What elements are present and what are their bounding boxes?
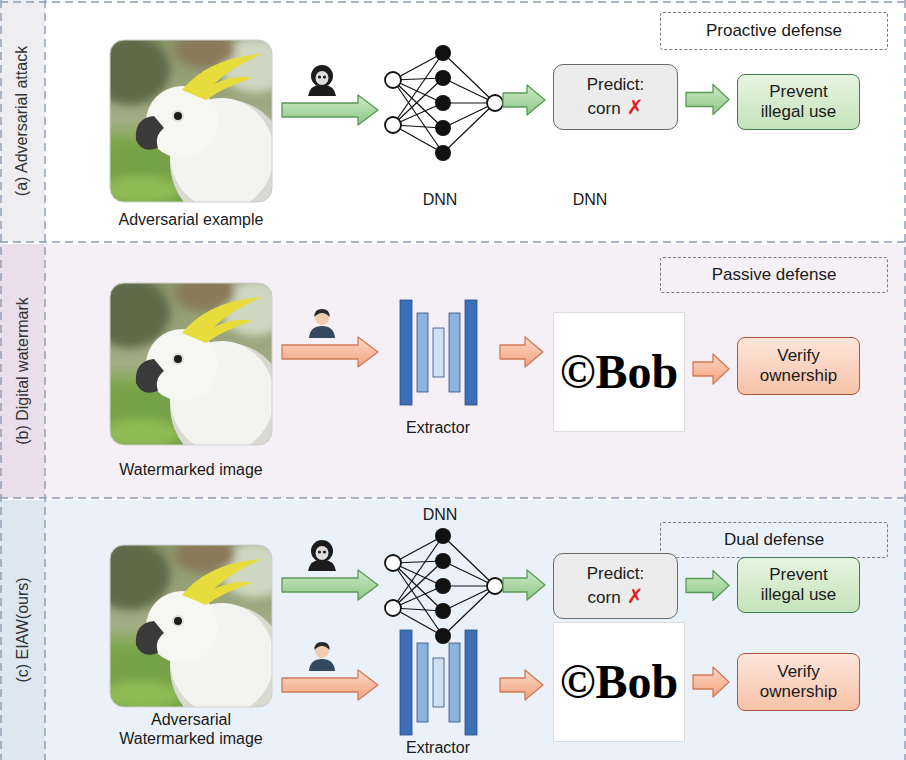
defense-tag: Dual defense (660, 522, 888, 558)
defense-tag: Proactive defense (660, 12, 888, 50)
image-caption: DNN (423, 191, 458, 208)
box-text: ©Bob (560, 345, 679, 398)
image-caption: DNN (573, 191, 608, 208)
watermark-box: ©Bob (553, 622, 685, 742)
panel-band: (b) Digital watermark Passive defense ©Bob… (0, 244, 906, 498)
caption-holder: Watermarked image (91, 460, 291, 479)
image-caption: Adversarial Watermarked image (119, 711, 262, 747)
watermark-box: ©Bob (553, 312, 685, 432)
caption-holder: DNN (395, 190, 485, 209)
panel-title: (b) Digital watermark (14, 297, 32, 445)
panel-band: (c) EIAW(ours) Dual defensePredict: corn✗… (0, 500, 906, 760)
image-caption: DNN (423, 506, 458, 523)
panel-title: (c) EIAW(ours) (14, 577, 32, 682)
caption-holder: Adversarial Watermarked image (106, 710, 276, 748)
action-box: Verify ownership (737, 653, 860, 711)
panel-title: (a) Adversarial attack (14, 46, 32, 196)
box-text: Verify ownership (760, 346, 838, 385)
box-text: Verify ownership (760, 662, 838, 701)
box-text: ©Bob (560, 655, 679, 708)
caption-holder: Adversarial example (91, 210, 291, 229)
wrong-mark: ✗ (627, 96, 644, 118)
caption-holder: DNN (395, 505, 485, 524)
caption-holder: DNN (545, 190, 635, 209)
box-text: Dual defense (724, 530, 824, 549)
image-caption: Watermarked image (119, 461, 262, 478)
action-box: Verify ownership (737, 337, 860, 395)
prediction-box: Predict: corn✗ (553, 64, 678, 130)
flow-arrow (693, 667, 729, 697)
caption-holder: Extractor (383, 418, 493, 437)
image-caption: Adversarial example (119, 211, 264, 228)
prediction-box: Predict: corn✗ (553, 553, 678, 619)
flow-arrow (693, 354, 729, 384)
flow-arrow (686, 85, 729, 115)
wrong-mark: ✗ (627, 585, 644, 607)
caption-holder: Extractor (383, 738, 493, 757)
image-caption: Extractor (406, 739, 470, 756)
flow-arrow (686, 571, 729, 601)
box-text: Prevent illegal use (761, 565, 837, 604)
action-box: Prevent illegal use (737, 557, 860, 613)
defense-tag: Passive defense (660, 257, 888, 293)
image-caption: Extractor (406, 419, 470, 436)
action-box: Prevent illegal use (737, 74, 860, 130)
box-text: Passive defense (712, 265, 837, 284)
box-text: Proactive defense (706, 21, 842, 40)
box-text: Prevent illegal use (761, 82, 837, 121)
